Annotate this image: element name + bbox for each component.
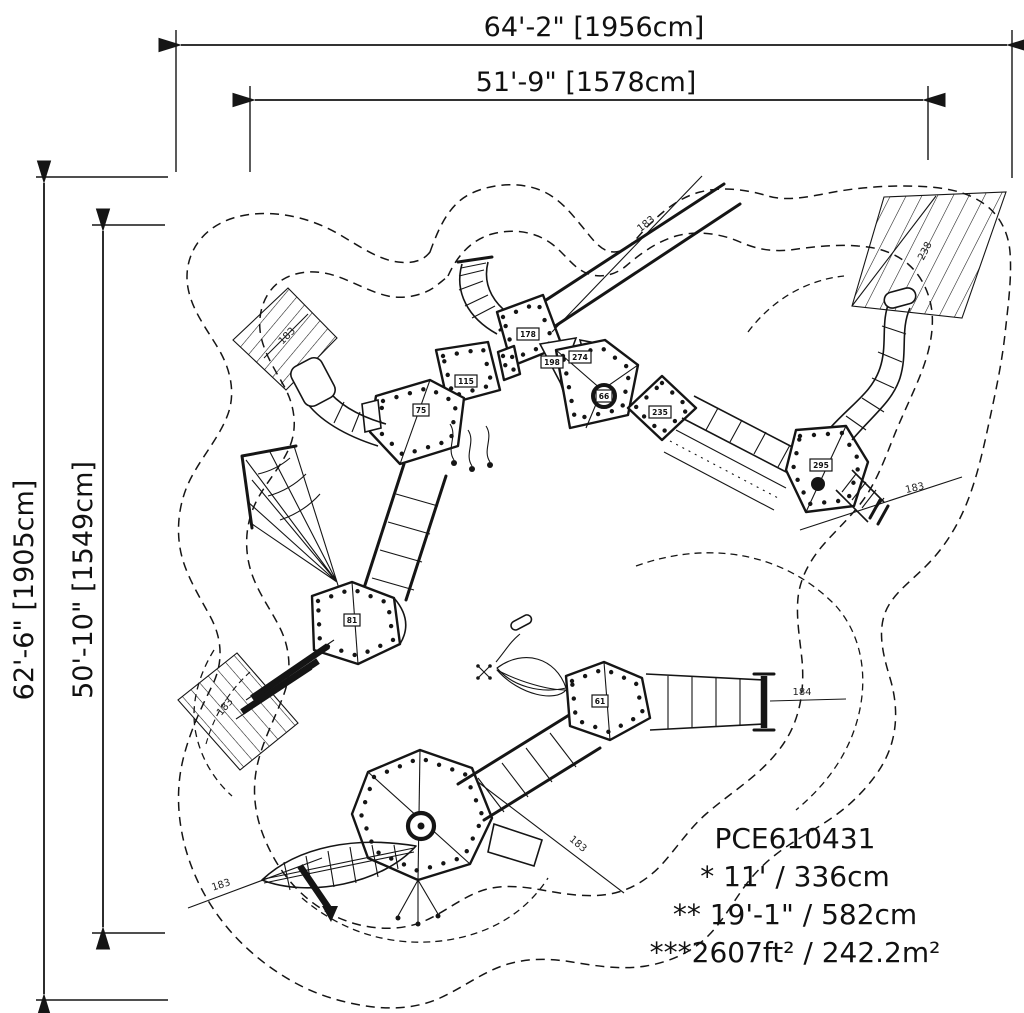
- equipment: [235, 182, 917, 927]
- use-zone-contours: [177, 184, 1012, 1009]
- deck-75: [361, 378, 466, 466]
- svg-text:295: 295: [813, 461, 829, 470]
- bridge-junction-deck61: [456, 710, 602, 822]
- dim-top-inner-label: 51'-9" [1578cm]: [476, 67, 697, 98]
- climb-poles: [449, 423, 493, 472]
- svg-text:198: 198: [544, 358, 560, 367]
- dim-left-outer-label: 62'-6" [1905cm]: [9, 480, 40, 701]
- deck-tag-274: 274: [568, 350, 592, 364]
- deck-tag-81: 81: [343, 613, 361, 627]
- deck-tag-295: 295: [809, 458, 833, 472]
- leaf-net-climber: [261, 841, 417, 922]
- radius-label-right: 183: [904, 481, 925, 496]
- exit-ladder-southeast: [835, 469, 890, 526]
- tube-slide-west: [290, 356, 387, 447]
- use-zone-inner-boundary: [245, 230, 934, 930]
- deck-tag-198: 198: [540, 355, 564, 369]
- svg-text:178: 178: [520, 330, 536, 339]
- spring-toy: [476, 614, 567, 697]
- svg-text:61: 61: [595, 697, 605, 706]
- svg-text:75: 75: [416, 406, 426, 415]
- deck-115: [434, 340, 502, 406]
- info-line-1: * 11' / 336cm: [700, 860, 890, 893]
- deck-295-pole: [811, 477, 825, 491]
- dimension-left-outer: 62'-6" [1905cm]: [9, 160, 168, 1013]
- dimension-left-inner: 50'-10" [1549cm]: [68, 208, 165, 950]
- use-zone-arc-right: [635, 552, 864, 811]
- hatch-zone-top-right: [851, 191, 1007, 319]
- dimension-top-inner: 51'-9" [1578cm]: [232, 67, 946, 172]
- svg-text:66: 66: [599, 392, 609, 401]
- use-zone-outer-boundary: [177, 184, 1012, 1009]
- dim-top-outer-label: 64'-2" [1956cm]: [484, 12, 705, 43]
- deck-tag-61: 61: [591, 694, 609, 708]
- use-zone-arc-top-right: [747, 275, 845, 333]
- dimension-top-outer: 64'-2" [1956cm]: [158, 12, 1024, 178]
- hub-deck: [554, 338, 640, 430]
- svg-text:274: 274: [572, 353, 588, 362]
- dim-left-inner-label: 50'-10" [1549cm]: [68, 461, 99, 699]
- ramp-deck81-southwest: [235, 639, 335, 720]
- svg-text:81: 81: [347, 616, 357, 625]
- s-curve-slide: [829, 287, 917, 441]
- monkey-bars: [645, 672, 776, 732]
- deck-tag-115: 115: [454, 374, 478, 388]
- junction-deck-wing: [487, 822, 543, 867]
- deck-number-tags: 115 178 198 274 75 81 61 66: [343, 327, 833, 708]
- ramp-pair-southeast: [663, 395, 803, 511]
- model-number: PCE610431: [714, 822, 875, 855]
- use-zone-arc-bottom-center: [301, 877, 549, 943]
- info-line-2: ** 19'-1" / 582cm: [673, 898, 917, 931]
- triangle-net-climber: [240, 444, 345, 607]
- hatch-zone-bottom-left: [177, 652, 299, 771]
- deck-75-side-panel: [361, 399, 382, 433]
- mast-anchor: [322, 906, 338, 922]
- bridge-deck75-deck81: [362, 462, 448, 602]
- leaf-climber-mast: [297, 864, 333, 912]
- use-zone-arc-bottom-left: [193, 649, 233, 797]
- svg-text:115: 115: [458, 377, 474, 386]
- deck-tag-235: 235: [648, 405, 672, 419]
- radius-label-bottom-left: 183: [210, 877, 232, 893]
- radius-label-mid-right: 184: [792, 687, 811, 698]
- bridge-178-115: [496, 344, 522, 382]
- junction-deck: [350, 748, 543, 927]
- info-line-3: ***2607ft² / 242.2m²: [650, 936, 941, 969]
- deck-tag-178: 178: [516, 327, 540, 341]
- deck-tag-66: 66: [595, 389, 613, 403]
- info-block: PCE610431 * 11' / 336cm ** 19'-1" / 582c…: [650, 822, 941, 969]
- radius-label-top: 183: [635, 214, 657, 234]
- deck-tag-75: 75: [412, 403, 430, 417]
- svg-text:235: 235: [652, 408, 668, 417]
